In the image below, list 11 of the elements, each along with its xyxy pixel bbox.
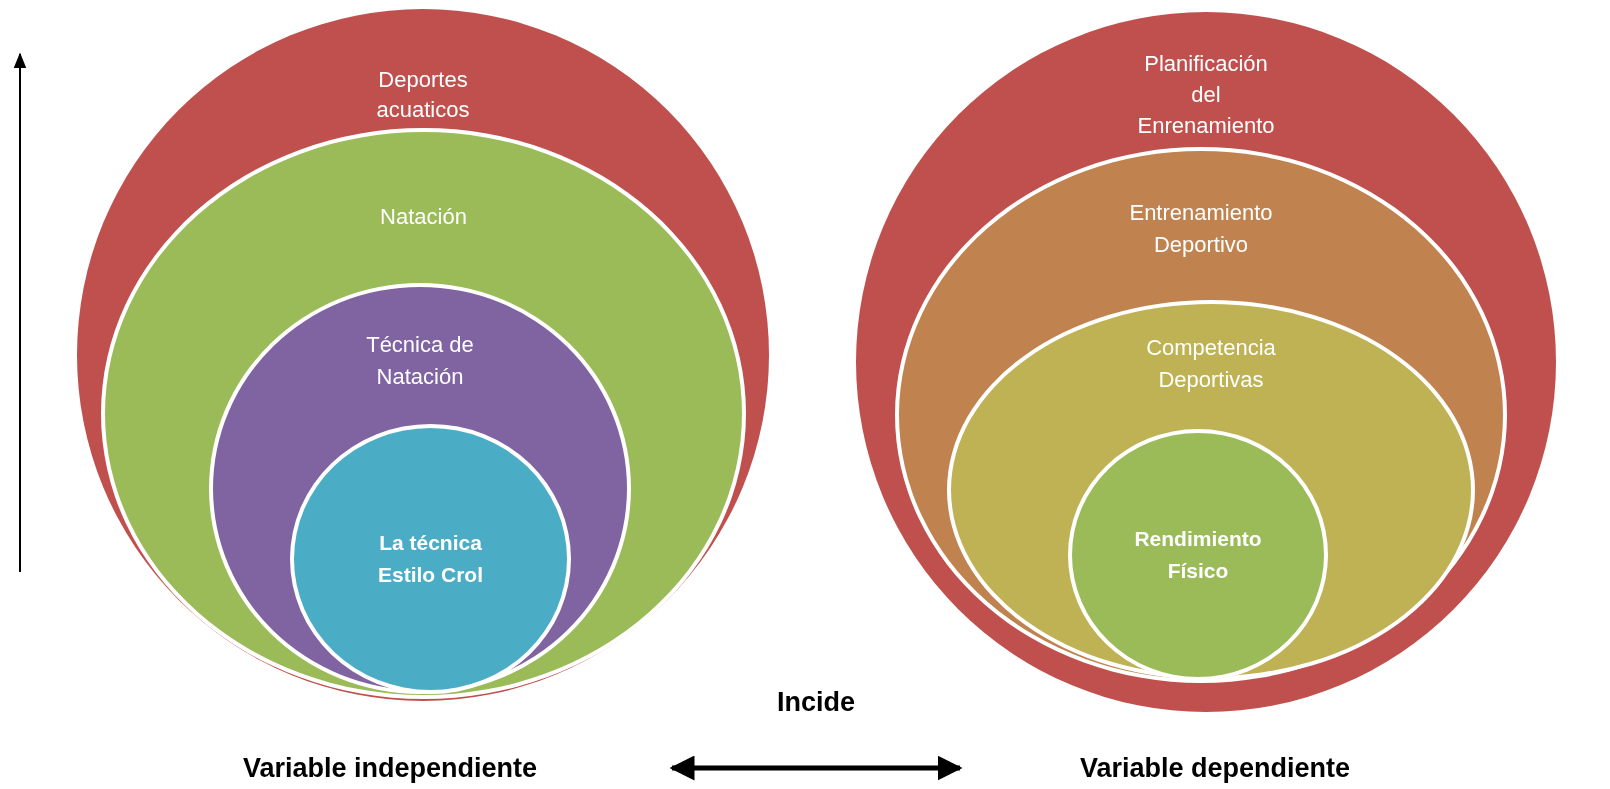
set-label: Rendimiento Físico bbox=[1133, 526, 1263, 584]
variable-label: Variable independiente bbox=[241, 752, 539, 785]
set-label: Deportes acuaticos bbox=[375, 66, 471, 124]
set-label: Técnica de Natación bbox=[365, 331, 475, 391]
set-label: Natación bbox=[379, 203, 468, 231]
set-label: La técnica Estilo Crol bbox=[377, 530, 484, 588]
set-label: Competencia Deportivas bbox=[1145, 334, 1277, 394]
set-label: Planificación del Enrenamiento bbox=[1136, 50, 1276, 140]
double-arrow bbox=[669, 755, 963, 781]
set-label: Entrenamiento Deportivo bbox=[1128, 199, 1274, 259]
variable-label: Variable dependiente bbox=[1078, 752, 1352, 785]
